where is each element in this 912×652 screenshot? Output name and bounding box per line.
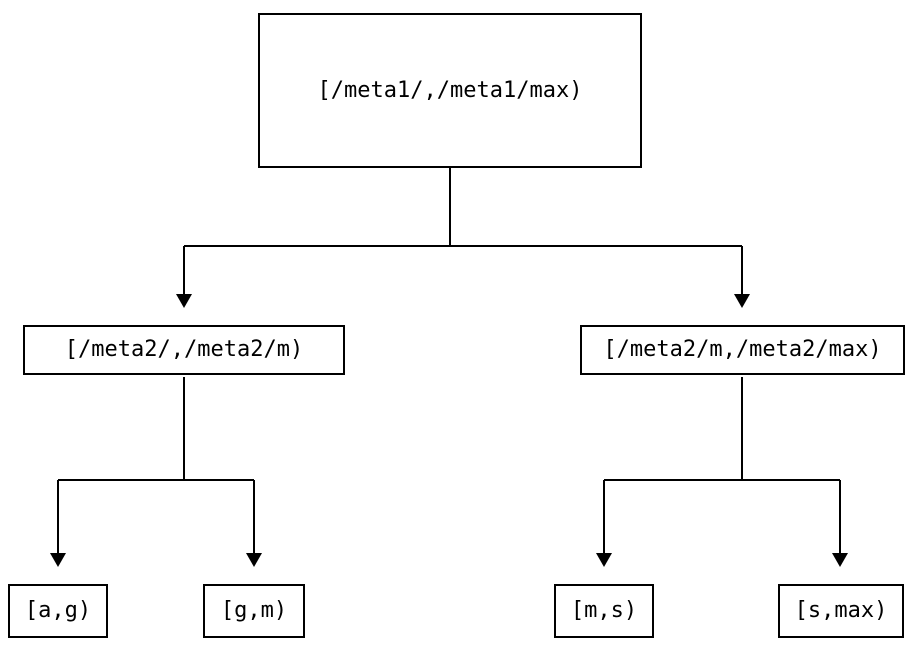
node-mid-right-label: [/meta2/m,/meta2/max) [603, 337, 882, 362]
node-mid-left: [/meta2/,/meta2/m) [23, 325, 345, 375]
arrow-down-icon [832, 553, 848, 567]
arrow-down-icon [596, 553, 612, 567]
node-leaf-ag-label: [a,g) [24, 598, 92, 623]
node-leaf-smax: [s,max) [778, 584, 904, 638]
node-leaf-smax-label: [s,max) [794, 598, 888, 623]
edge-root-to-mid-row [183, 168, 743, 295]
arrow-down-icon [176, 294, 192, 308]
node-leaf-ms-label: [m,s) [570, 598, 638, 623]
node-root: [/meta1/,/meta1/max) [258, 13, 642, 168]
node-leaf-ms: [m,s) [554, 584, 654, 638]
edge-midleft-to-leaves [57, 377, 255, 554]
node-mid-right: [/meta2/m,/meta2/max) [580, 325, 905, 375]
arrow-down-icon [50, 553, 66, 567]
edge-midright-to-leaves [603, 377, 841, 554]
node-leaf-gm-label: [g,m) [220, 598, 288, 623]
arrow-down-icon [246, 553, 262, 567]
arrow-down-icon [734, 294, 750, 308]
node-leaf-ag: [a,g) [8, 584, 108, 638]
node-mid-left-label: [/meta2/,/meta2/m) [64, 337, 304, 362]
node-root-label: [/meta1/,/meta1/max) [317, 77, 583, 103]
node-leaf-gm: [g,m) [203, 584, 305, 638]
